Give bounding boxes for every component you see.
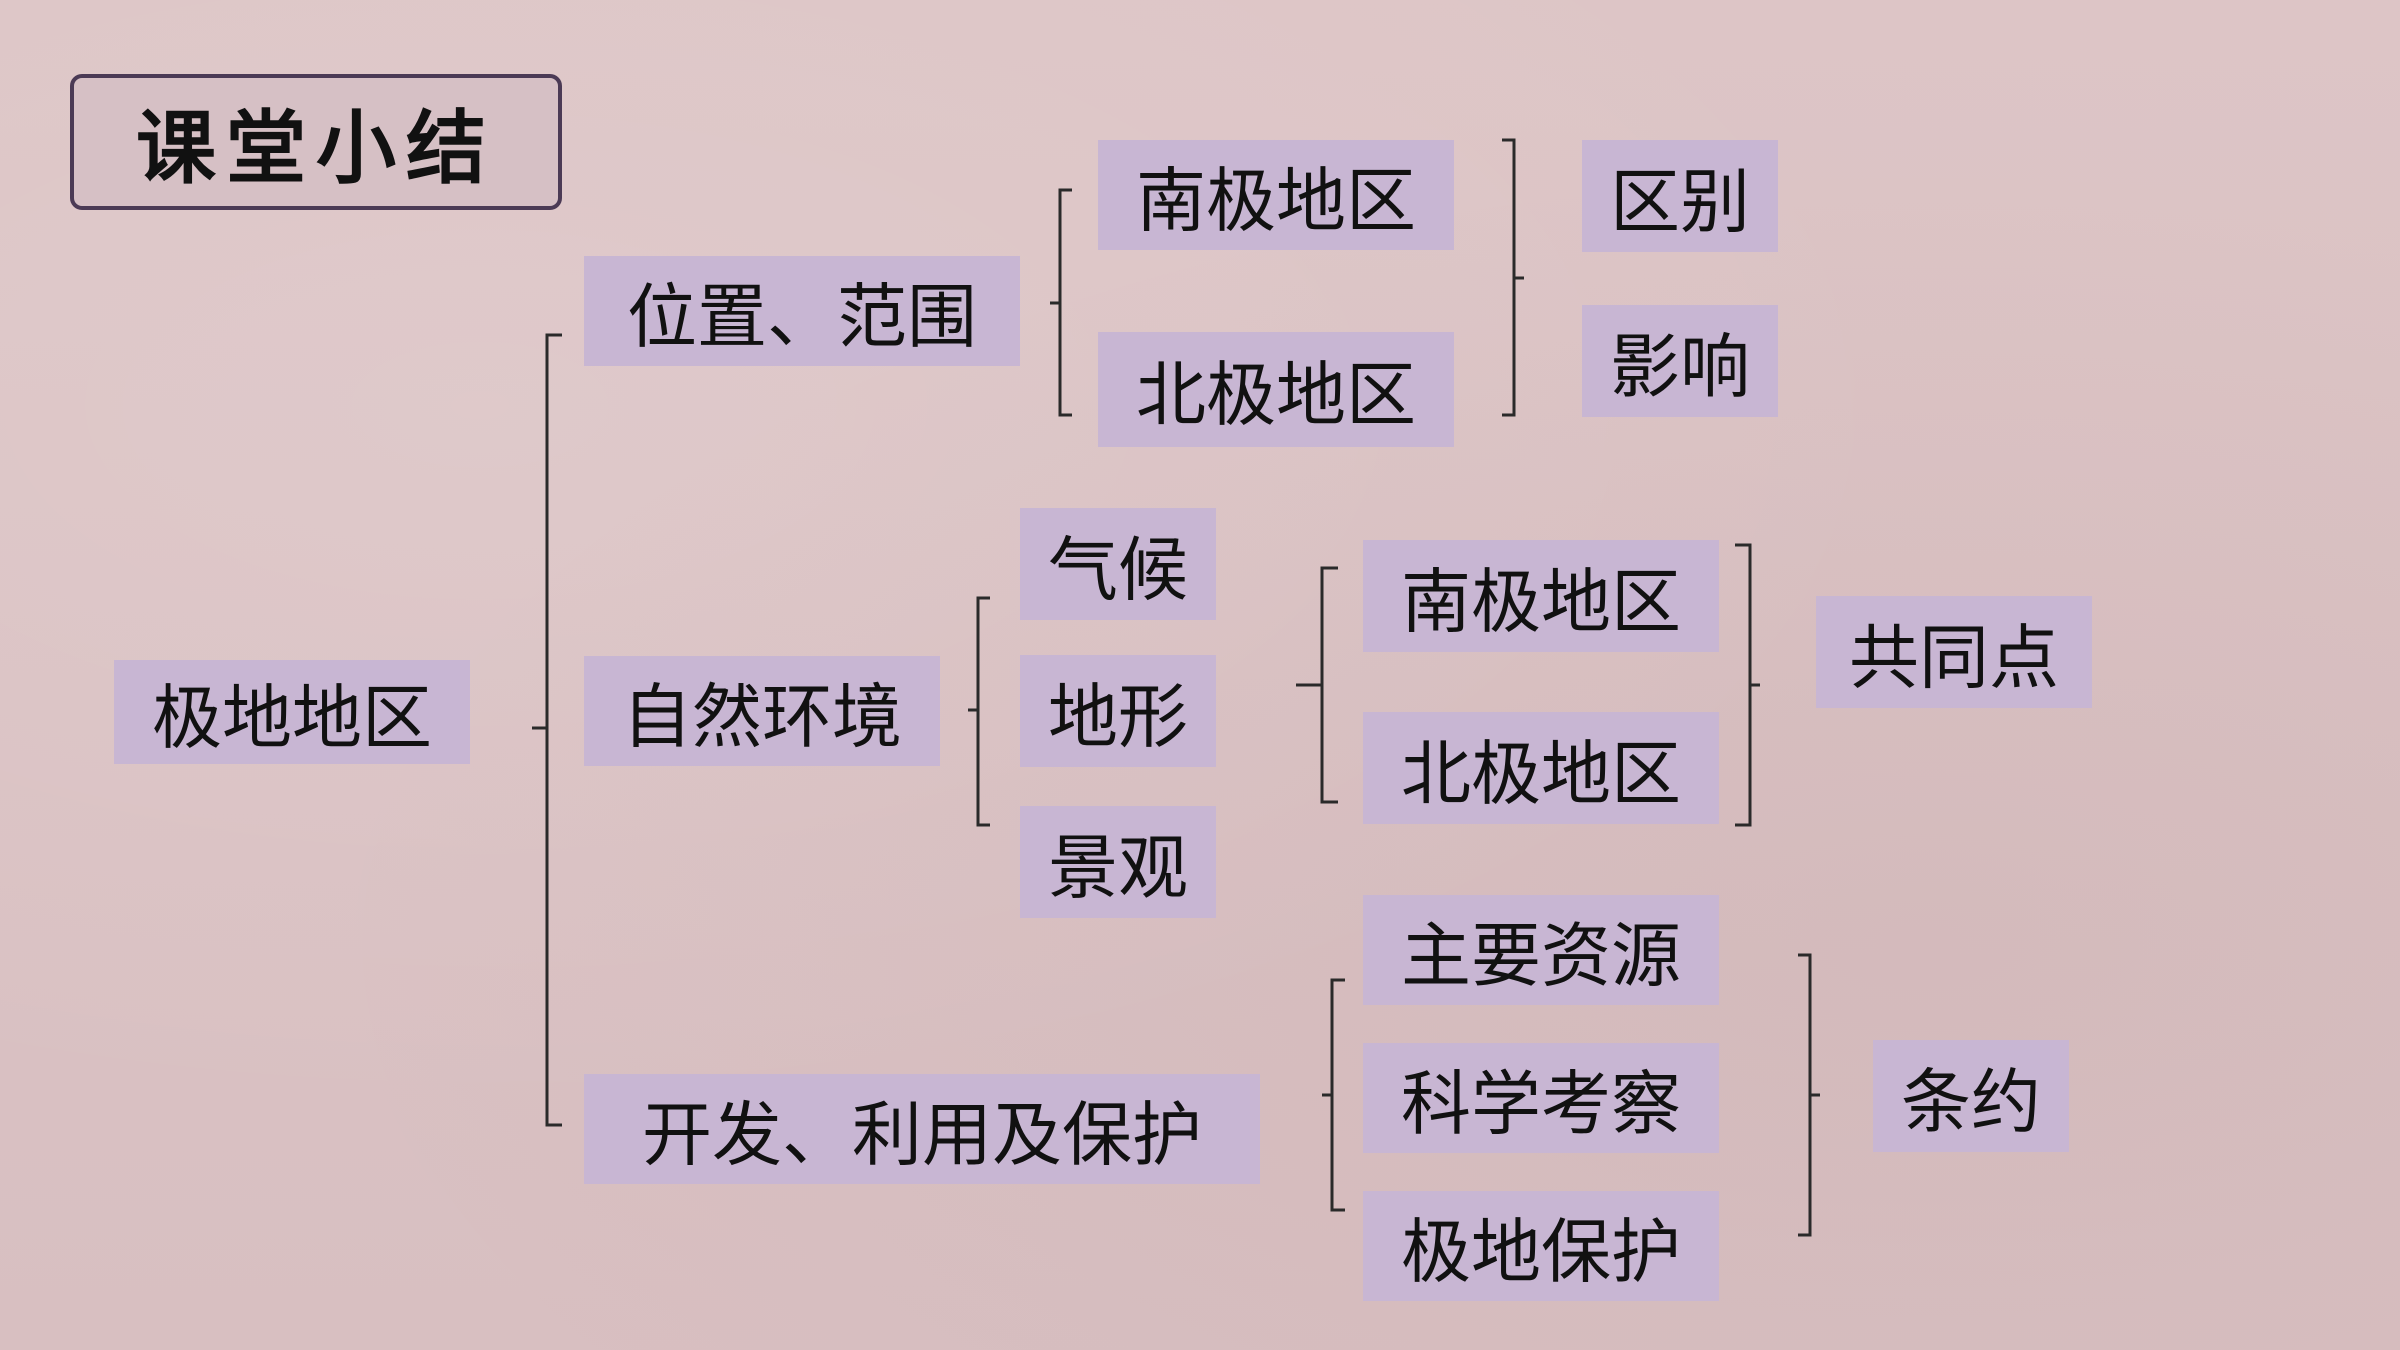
branch-location: 位置、范围 [584, 256, 1020, 366]
development-right-bracket [1798, 953, 1812, 1237]
development-item-protection: 极地保护 [1363, 1191, 1719, 1301]
development-bracket [1330, 978, 1345, 1212]
branch-environment: 自然环境 [584, 656, 940, 766]
environment-region-south-pole: 南极地区 [1363, 540, 1719, 652]
environment-item-climate: 气候 [1020, 508, 1216, 620]
development-item-research: 科学考察 [1363, 1043, 1719, 1153]
location-outcome-influence: 影响 [1582, 305, 1778, 417]
environment-bracket [976, 596, 990, 827]
page-title: 课堂小结 [70, 74, 562, 210]
environment-region-north-pole: 北极地区 [1363, 712, 1719, 824]
environment-item-landscape: 景观 [1020, 806, 1216, 918]
location-item-north-pole: 北极地区 [1098, 332, 1454, 447]
environment-outcome-common: 共同点 [1816, 596, 2092, 708]
location-bracket [1058, 188, 1072, 417]
location-outcome-difference: 区别 [1582, 140, 1778, 252]
development-item-resources: 主要资源 [1363, 895, 1719, 1005]
development-outcome-treaty: 条约 [1873, 1040, 2069, 1152]
root-node: 极地地区 [114, 660, 470, 764]
location-item-south-pole: 南极地区 [1098, 140, 1454, 250]
main-bracket [545, 333, 562, 1127]
regions-bracket [1320, 566, 1338, 804]
regions-right-bracket [1735, 543, 1752, 827]
location-right-bracket [1502, 138, 1516, 417]
branch-development: 开发、利用及保护 [584, 1074, 1260, 1184]
environment-item-terrain: 地形 [1020, 655, 1216, 767]
